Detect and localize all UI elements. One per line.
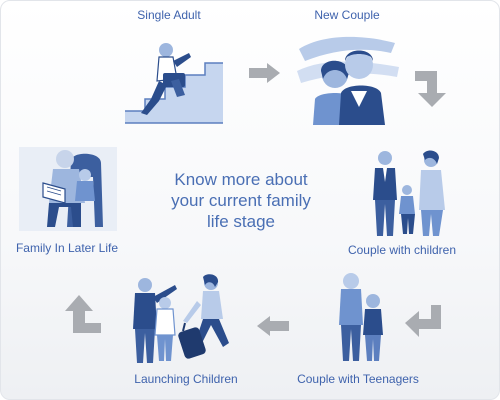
stage-label-launching-children[interactable]: Launching Children (134, 372, 238, 386)
center-heading-line-1: Know more about (174, 170, 308, 189)
arrow-left-icon (257, 316, 289, 336)
arrow-turn-left-icon (405, 305, 441, 337)
couple-with-children-illustration[interactable] (361, 148, 451, 240)
stage-label-new-couple[interactable]: New Couple (314, 8, 380, 22)
stage-label-couple-with-children[interactable]: Couple with children (347, 243, 457, 257)
stage-label-single-adult[interactable]: Single Adult (137, 8, 201, 22)
arrow-right-icon (249, 63, 280, 83)
couple-with-teenagers-illustration[interactable] (331, 271, 391, 363)
center-heading-line-3: life stage (206, 212, 276, 231)
family-in-later-life-illustration[interactable] (19, 147, 117, 231)
stage-label-family-in-later-life[interactable]: Family In Later Life (15, 241, 119, 255)
stage-label-couple-with-teenagers[interactable]: Couple with Teenagers (297, 372, 419, 386)
arrow-turn-down-icon (415, 71, 446, 107)
center-heading: Know more about your current family life… (141, 169, 341, 232)
arrow-turn-up-icon (65, 295, 101, 333)
single-adult-illustration[interactable] (119, 39, 227, 125)
new-couple-illustration[interactable] (295, 31, 401, 127)
center-heading-line-2: your current family (171, 191, 311, 210)
launching-children-illustration[interactable] (125, 273, 247, 365)
